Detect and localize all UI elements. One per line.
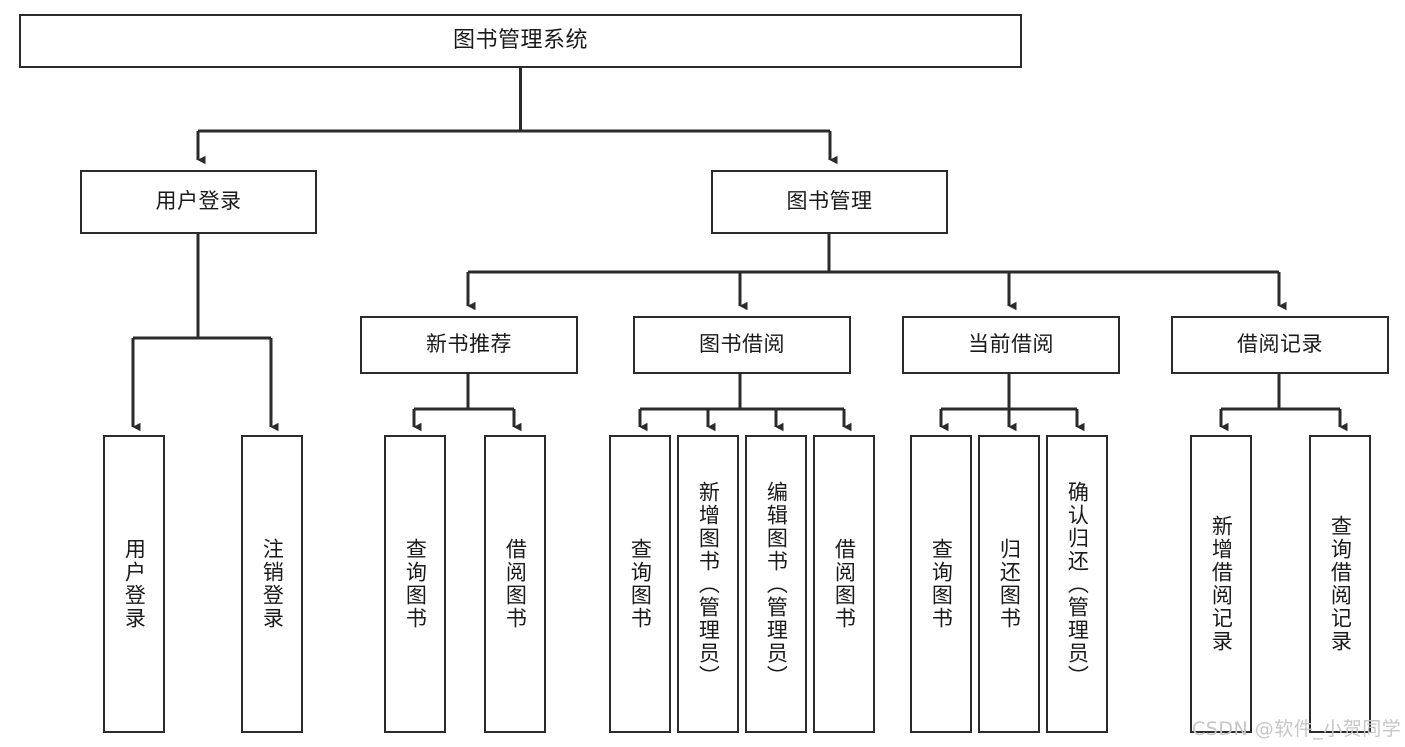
node-book-borrow[interactable]: 图书借阅 (633, 316, 851, 374)
node-label: 借阅图书 (832, 538, 857, 630)
node-label: 查询借阅记录 (1328, 515, 1353, 653)
node-label: 归还图书 (997, 538, 1022, 630)
node-label: 查询图书 (929, 538, 954, 630)
csdn-watermark: CSDN @软件_小贺同学 (1192, 718, 1402, 740)
node-label: 查询图书 (403, 538, 428, 630)
node-root-system[interactable]: 图书管理系统 (19, 14, 1022, 68)
node-label: 新书推荐 (426, 332, 512, 357)
leaf-current-return-book[interactable]: 归还图书 (978, 435, 1040, 733)
leaf-borrow-edit-book-admin[interactable]: 编辑图书（管理员） (745, 435, 807, 733)
leaf-recommend-borrow-book[interactable]: 借阅图书 (484, 435, 546, 733)
leaf-user-login-logout[interactable]: 注销登录 (241, 435, 303, 733)
node-user-login[interactable]: 用户登录 (80, 170, 317, 234)
node-book-management[interactable]: 图书管理 (711, 170, 948, 234)
leaf-borrow-add-book-admin[interactable]: 新增图书（管理员） (677, 435, 739, 733)
node-label: 用户登录 (155, 189, 242, 214)
node-label: 注销登录 (260, 538, 285, 630)
node-label: 新增借阅记录 (1209, 515, 1234, 653)
node-current-borrow[interactable]: 当前借阅 (902, 316, 1120, 374)
node-label: 确认归还（管理员） (1065, 480, 1090, 688)
leaf-current-confirm-return-admin[interactable]: 确认归还（管理员） (1046, 435, 1108, 733)
node-label: 编辑图书（管理员） (764, 480, 789, 688)
node-label: 图书借阅 (699, 332, 785, 357)
leaf-record-query-record[interactable]: 查询借阅记录 (1309, 435, 1371, 733)
leaf-recommend-query-book[interactable]: 查询图书 (384, 435, 446, 733)
leaf-current-query-book[interactable]: 查询图书 (910, 435, 972, 733)
node-label: 图书管理 (786, 189, 873, 214)
node-borrow-record[interactable]: 借阅记录 (1171, 316, 1389, 374)
node-label: 查询图书 (628, 538, 653, 630)
node-new-book-recommend[interactable]: 新书推荐 (360, 316, 578, 374)
node-label: 图书管理系统 (452, 27, 588, 53)
node-label: 借阅图书 (503, 538, 528, 630)
leaf-record-add-record[interactable]: 新增借阅记录 (1190, 435, 1252, 733)
node-label: 借阅记录 (1237, 332, 1323, 357)
leaf-borrow-borrow-book[interactable]: 借阅图书 (813, 435, 875, 733)
node-label: 用户登录 (122, 538, 147, 630)
node-label: 新增图书（管理员） (696, 480, 721, 688)
node-label: 当前借阅 (968, 332, 1054, 357)
leaf-user-login-login[interactable]: 用户登录 (103, 435, 165, 733)
leaf-borrow-query-book[interactable]: 查询图书 (609, 435, 671, 733)
